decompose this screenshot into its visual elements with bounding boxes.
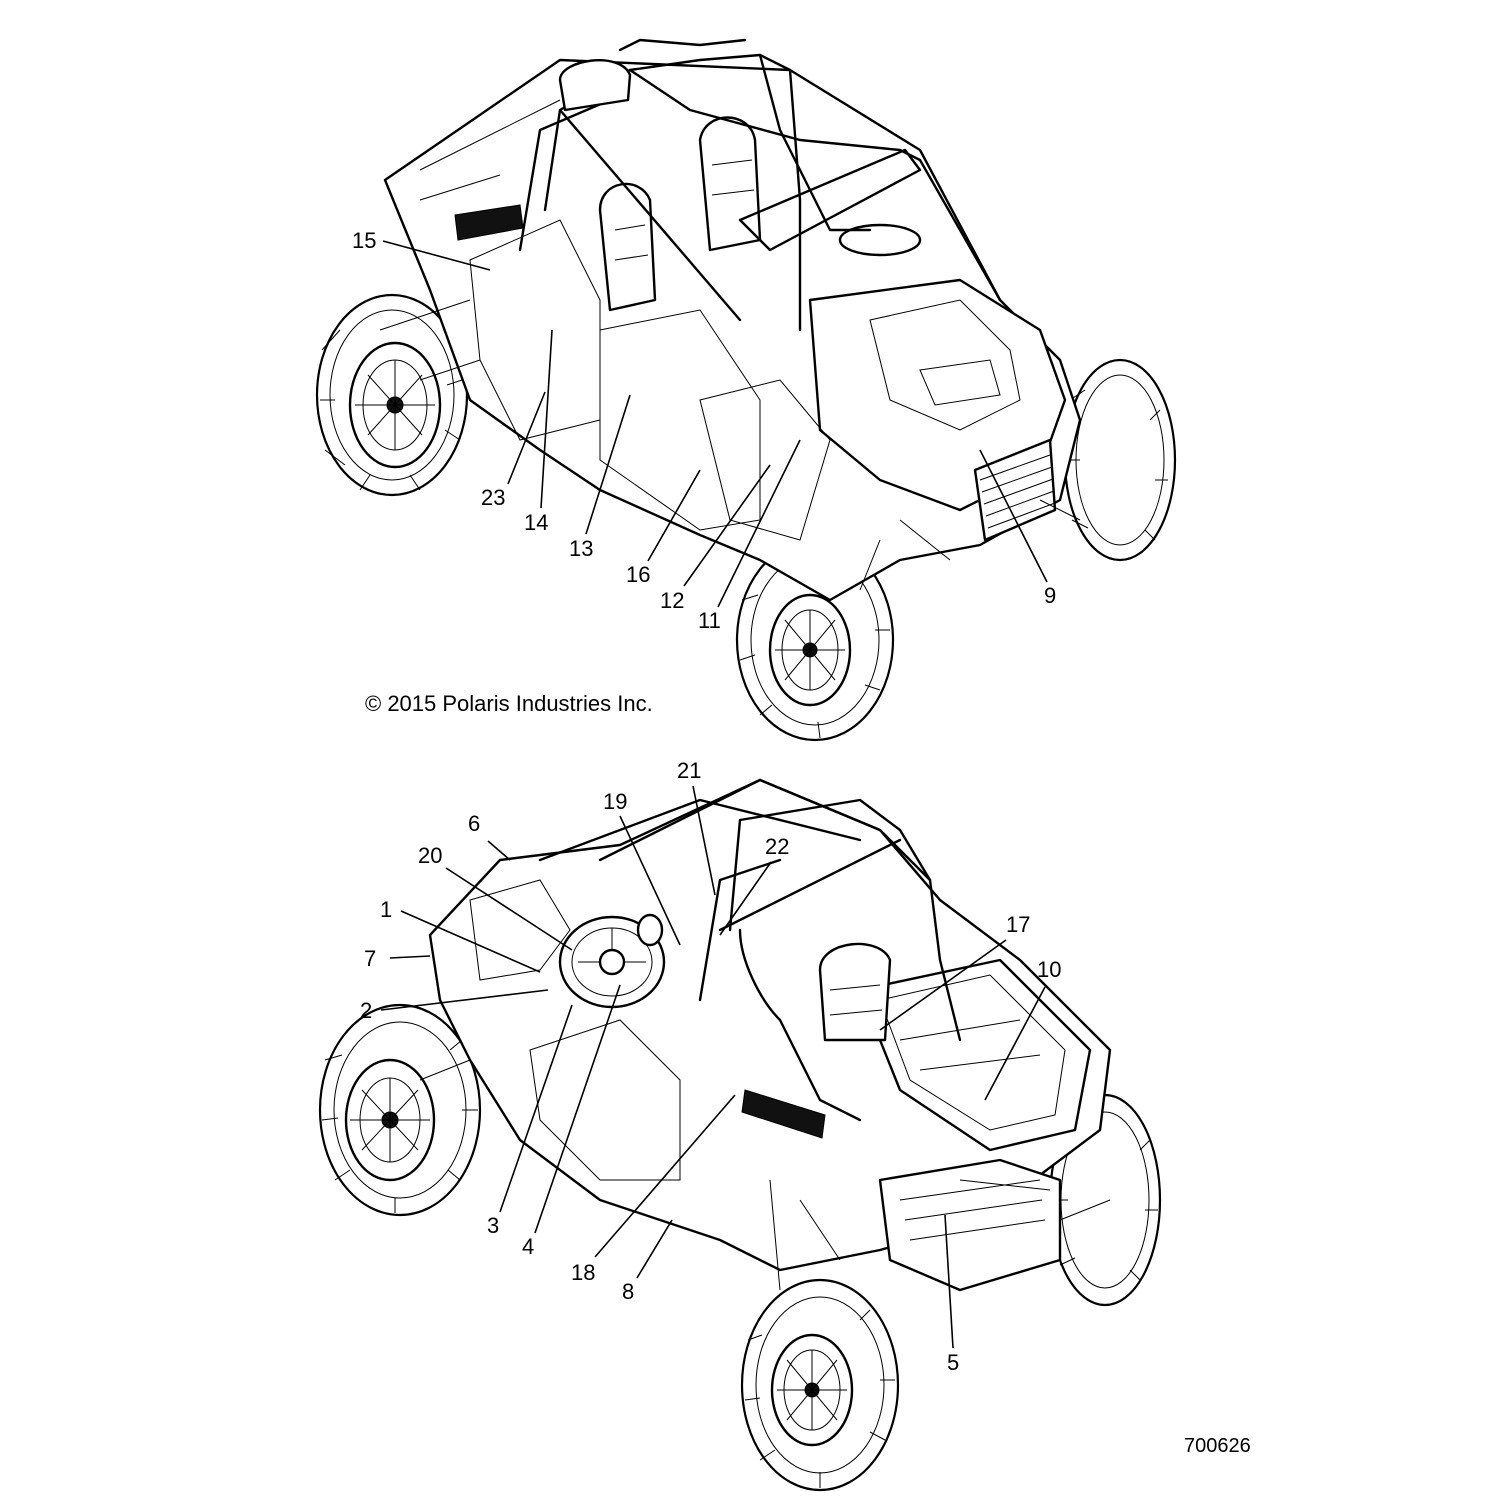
leader-12 xyxy=(683,464,771,587)
leader-6 xyxy=(487,840,511,861)
callout-16: 16 xyxy=(626,562,650,587)
callout-10: 10 xyxy=(1037,957,1061,982)
leader-11 xyxy=(717,439,801,608)
leader-10 xyxy=(984,986,1046,1101)
wheel-rear-left-bottom xyxy=(318,1003,482,1217)
leader-16 xyxy=(647,469,701,562)
callout-6: 6 xyxy=(468,811,480,836)
leader-4 xyxy=(534,984,621,1234)
leader-21 xyxy=(692,785,716,896)
reference-number: 700626 xyxy=(1184,1435,1251,1457)
leader-1 xyxy=(400,910,541,973)
callout-4: 4 xyxy=(522,1234,534,1259)
callout-12: 12 xyxy=(660,588,684,613)
callout-18: 18 xyxy=(571,1260,595,1285)
leader-14 xyxy=(540,329,553,509)
leader-7 xyxy=(389,955,431,959)
callout-11: 11 xyxy=(698,608,721,633)
wheel-front-right xyxy=(1063,358,1177,562)
vehicle-illustration-bottom xyxy=(318,778,1162,1492)
callout-19: 19 xyxy=(603,789,627,814)
callout-7: 7 xyxy=(364,946,376,971)
leader-20 xyxy=(445,867,573,951)
callout-3: 3 xyxy=(487,1213,499,1238)
callout-20: 20 xyxy=(418,843,442,868)
callout-8: 8 xyxy=(622,1279,634,1304)
callout-9: 9 xyxy=(1044,583,1056,608)
callouts-top: 15 23 14 13 16 12 11 9 xyxy=(352,228,1056,633)
callout-2: 2 xyxy=(360,998,372,1023)
callout-22: 22 xyxy=(765,834,789,859)
callout-21: 21 xyxy=(677,758,701,783)
leader-9 xyxy=(979,449,1048,583)
leader-22 xyxy=(719,861,772,936)
leader-5 xyxy=(944,1214,954,1349)
copyright-notice: © 2015 Polaris Industries Inc. xyxy=(365,691,653,716)
leader-23 xyxy=(507,391,546,485)
callout-14: 14 xyxy=(524,510,548,535)
wheel-rear-left xyxy=(315,293,469,497)
vehicle-illustration-top xyxy=(315,38,1177,742)
leader-2 xyxy=(380,989,549,1011)
callout-13: 13 xyxy=(569,536,593,561)
wheel-front-left-bottom xyxy=(740,1278,900,1492)
leader-3 xyxy=(499,1004,573,1213)
leader-18 xyxy=(594,1094,736,1258)
leader-15 xyxy=(382,240,491,271)
leader-8 xyxy=(636,1219,673,1279)
callout-15: 15 xyxy=(352,228,376,253)
leader-19 xyxy=(619,815,681,946)
callout-17: 17 xyxy=(1006,912,1030,937)
callouts-bottom: 21 19 22 6 20 1 7 2 17 10 3 4 18 8 5 xyxy=(360,758,1061,1375)
leader-17 xyxy=(879,939,1007,1031)
callout-5: 5 xyxy=(947,1350,959,1375)
callout-23: 23 xyxy=(481,485,505,510)
callout-1: 1 xyxy=(380,897,392,922)
leader-13 xyxy=(585,394,631,535)
